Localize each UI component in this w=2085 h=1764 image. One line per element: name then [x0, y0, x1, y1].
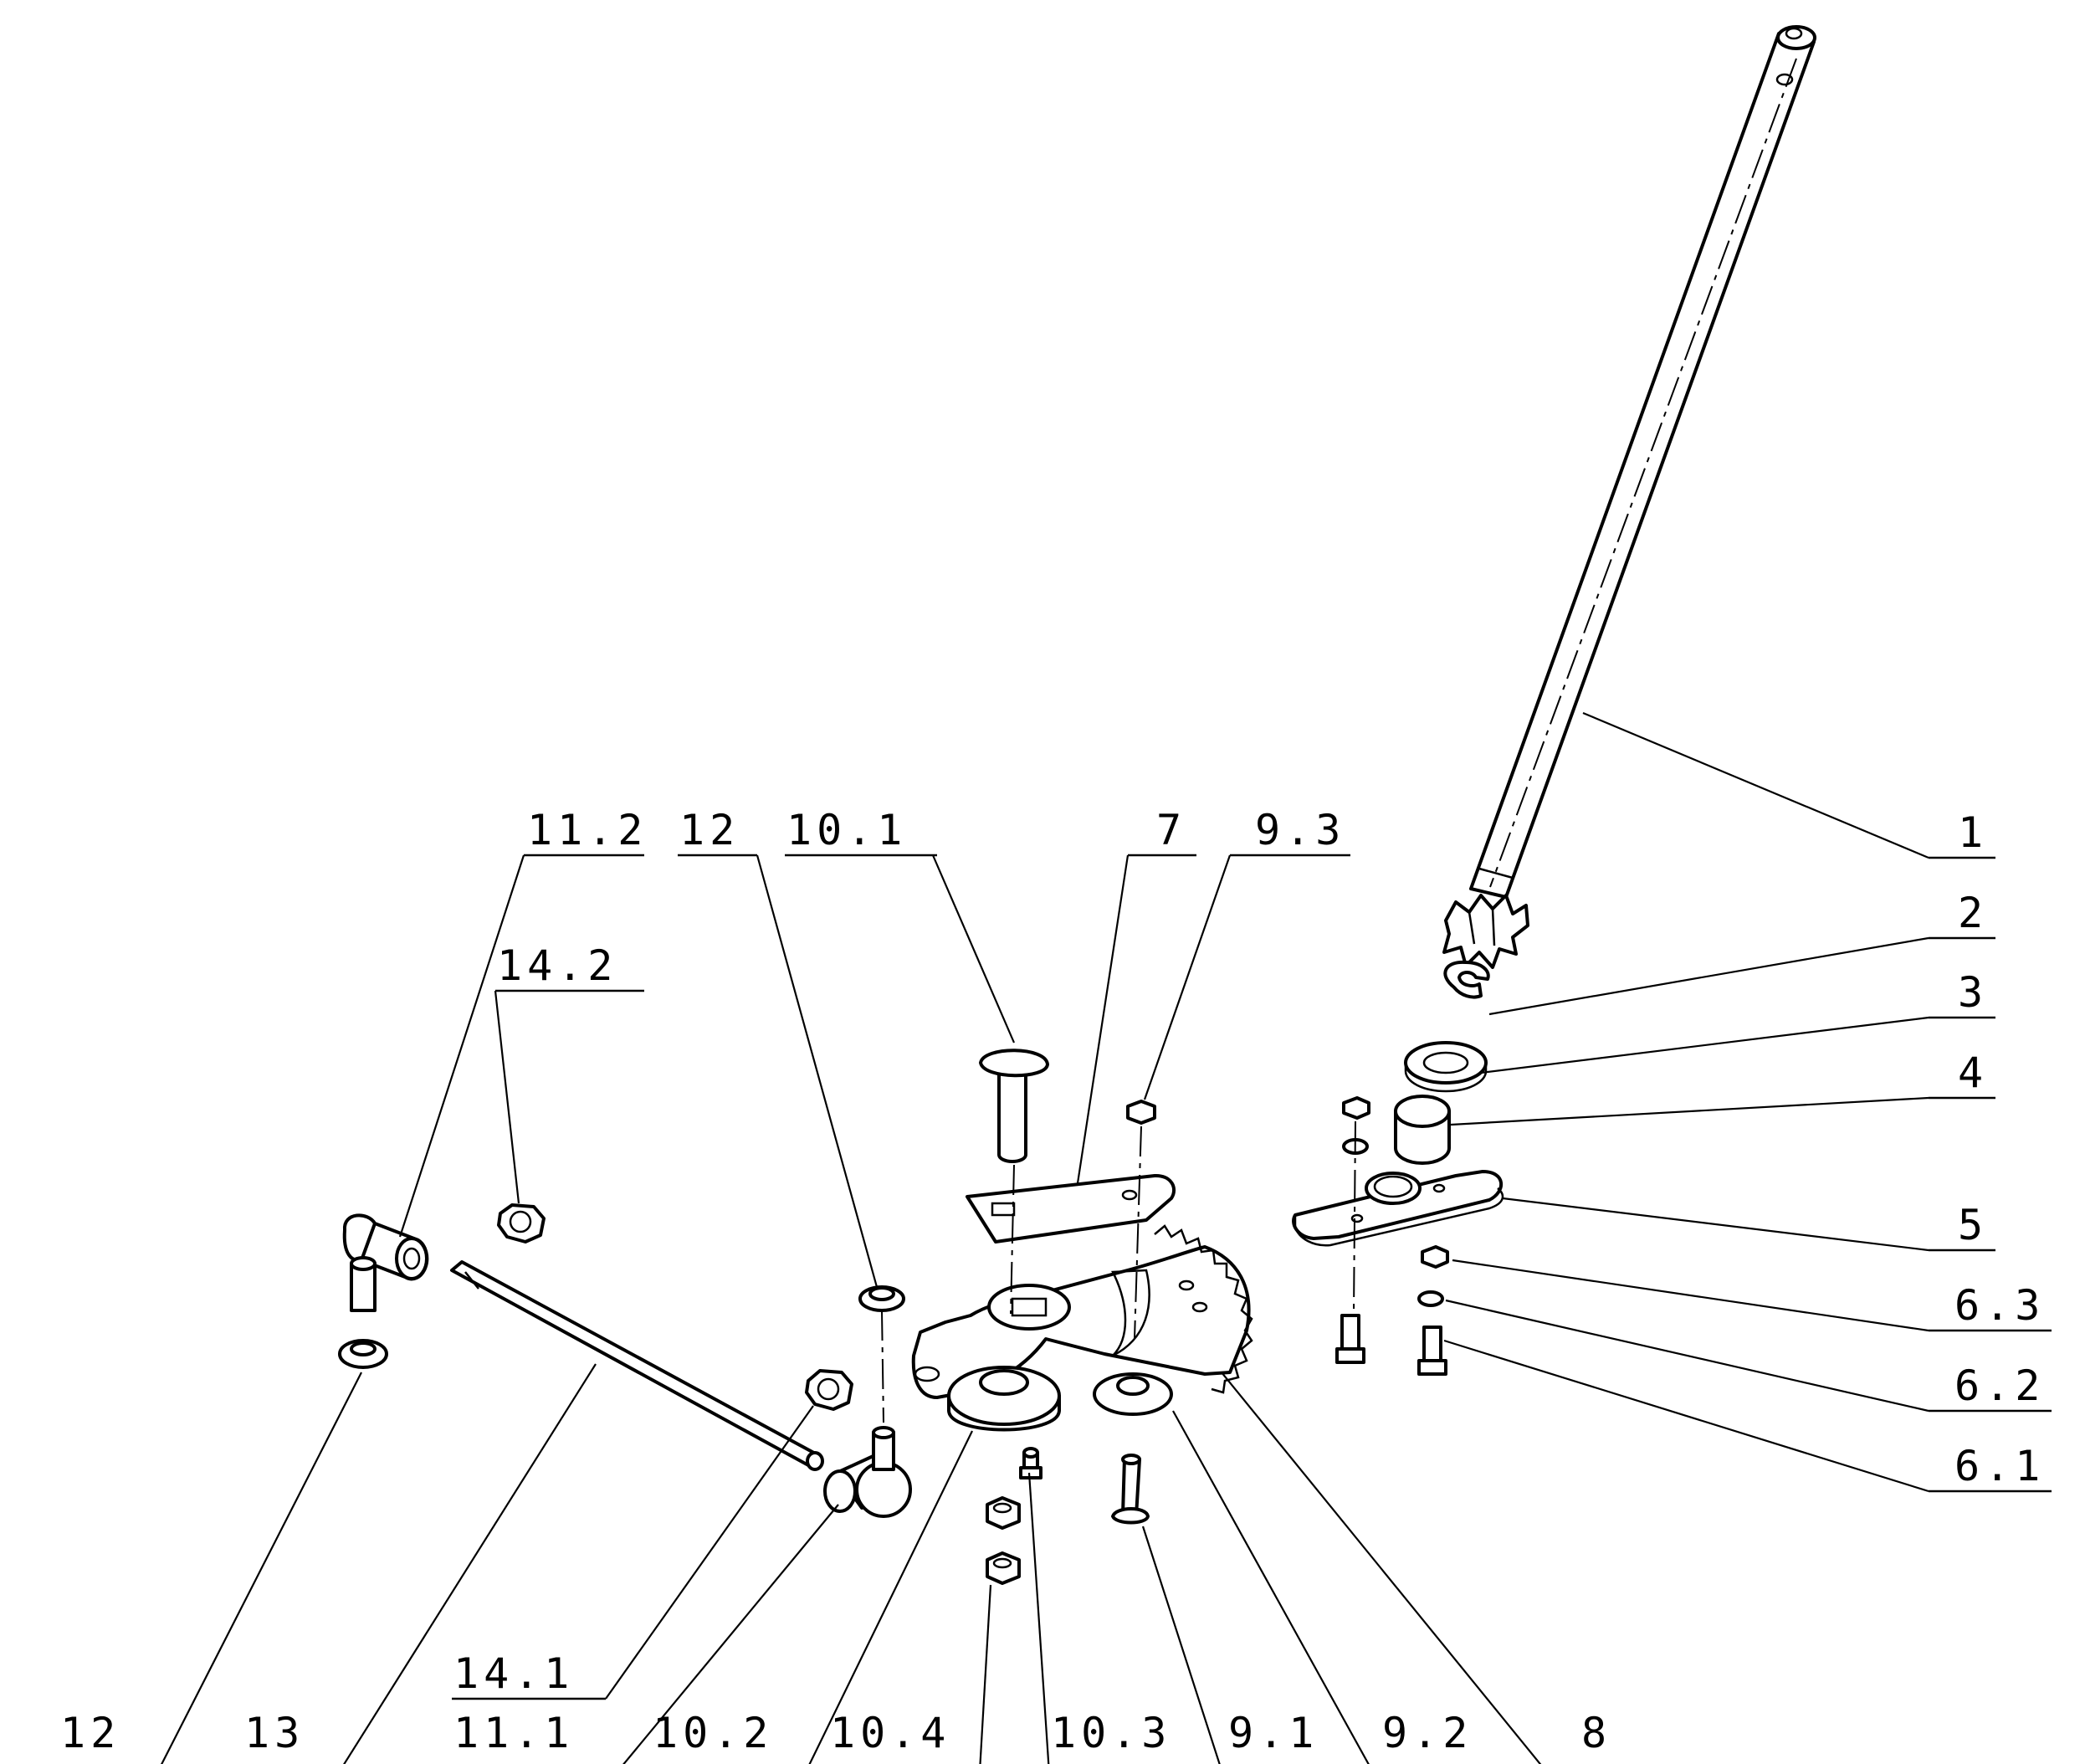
callout-3: 3 [1958, 968, 1988, 1017]
callout-9-3: 9.3 [1255, 806, 1345, 854]
callout-14-1: 14.1 [453, 1649, 574, 1698]
callout-10-1: 10.1 [786, 806, 907, 854]
callout-9-1: 9.1 [1228, 1709, 1319, 1757]
part-12-bushing-top [858, 1285, 905, 1423]
callout-6-3: 6.3 [1954, 1281, 2045, 1330]
part-1-shaft [1469, 25, 1816, 899]
callout-4: 4 [1958, 1049, 1988, 1097]
part-11-2-ball-joint [342, 1213, 429, 1312]
callout-labels: 1 2 3 4 5 6.3 6.2 6.1 11.2 12 10.1 7 9.3… [60, 806, 2045, 1757]
part-6-3-nuts [1342, 1096, 1449, 1315]
part-1-pinion-gear [1442, 894, 1529, 969]
part-13-rod [450, 1260, 824, 1471]
callout-8: 8 [1581, 1709, 1611, 1757]
part-10-1-carriage-bolt [979, 1049, 1049, 1315]
callout-13: 13 [244, 1709, 305, 1757]
callout-12-bottom: 12 [60, 1709, 120, 1757]
callout-7: 7 [1156, 806, 1186, 854]
part-4-bushing [1394, 1095, 1451, 1165]
part-10-2-flange [947, 1366, 1061, 1432]
callout-14-2: 14.2 [497, 941, 617, 990]
callout-5: 5 [1958, 1201, 1988, 1249]
callout-10-3: 10.3 [1051, 1709, 1171, 1757]
part-6-1-bolts [1335, 1314, 1447, 1376]
callout-1: 1 [1958, 808, 1988, 857]
part-8-sector-gear [911, 1224, 1253, 1399]
part-12-bushing-left [338, 1339, 388, 1369]
callout-9-2: 9.2 [1382, 1709, 1473, 1757]
callout-12-top: 12 [679, 806, 740, 854]
part-14-2-nut [497, 1203, 546, 1244]
part-9-3-nut [1126, 1100, 1156, 1340]
part-9-1-screw [1111, 1454, 1150, 1525]
part-10-4-nuts [986, 1496, 1021, 1585]
part-2-retaining-ring [1443, 960, 1490, 999]
callout-2: 2 [1958, 889, 1988, 937]
callout-10-4: 10.4 [830, 1709, 950, 1757]
leader-lines [161, 711, 2052, 1764]
part-3-washer [1404, 1041, 1488, 1093]
callout-6-2: 6.2 [1954, 1361, 2045, 1410]
part-9-2-washer [1093, 1372, 1173, 1416]
part-14-1-nut [805, 1369, 853, 1411]
part-10-3-grease-nipple [1019, 1447, 1042, 1479]
callout-11-2: 11.2 [527, 806, 648, 854]
part-11-1-ball-joint [823, 1426, 912, 1518]
callout-6-1: 6.1 [1954, 1442, 2045, 1490]
part-7-plate [966, 1173, 1176, 1244]
callout-10-2: 10.2 [653, 1709, 773, 1757]
part-5-bearing-plate [1292, 1170, 1504, 1247]
callout-11-1: 11.1 [453, 1709, 574, 1757]
